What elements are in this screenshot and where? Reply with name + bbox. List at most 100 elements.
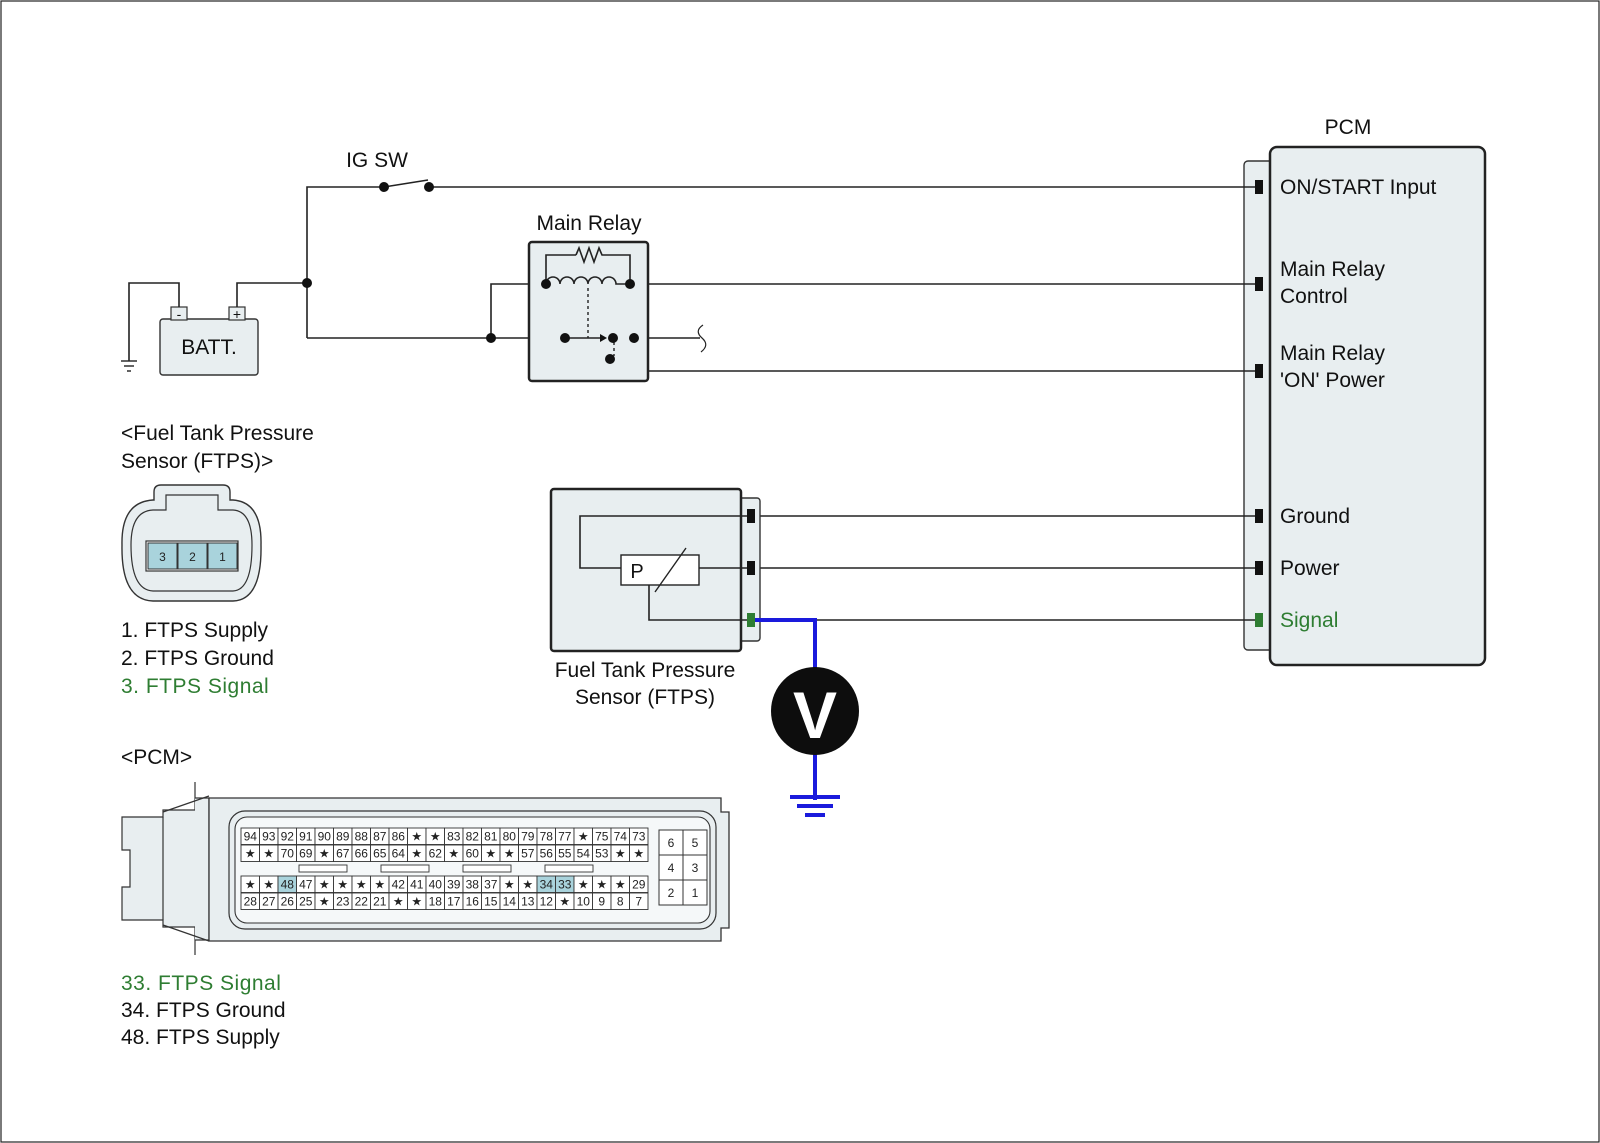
pcm-pin-number: 14 xyxy=(503,895,517,909)
pcm-pin-number: ★ xyxy=(596,878,607,892)
ftps-sensor: P Fuel Tank Pressure Sensor (FTPS) xyxy=(549,487,761,709)
pcm-pin-number: 69 xyxy=(299,847,313,861)
pcm-legend-item-3: 48. FTPS Supply xyxy=(121,1026,280,1049)
pcm-pin-number: ★ xyxy=(504,878,515,892)
pcm-pin-number: 26 xyxy=(281,895,295,909)
pcm-pin-number: 66 xyxy=(355,847,369,861)
pcm-pin-number: 39 xyxy=(447,878,461,892)
pcm-pin-number: 22 xyxy=(355,895,369,909)
ftps-pin-number-1: 1 xyxy=(219,550,226,564)
pcm-legend-item-1: 33. FTPS Signal xyxy=(121,972,281,995)
main-relay: Main Relay xyxy=(527,212,650,383)
ftps-pressure-element: P xyxy=(630,561,643,583)
pcm-title: PCM xyxy=(1325,116,1372,139)
pcm-connector-key xyxy=(462,864,512,873)
pcm-pin-number: 48 xyxy=(281,878,295,892)
pcm-pin-number: ★ xyxy=(245,878,256,892)
pcm-pin-number: 40 xyxy=(429,878,443,892)
pcm-small-pin-cell xyxy=(658,829,684,856)
pcm-small-pin-cell xyxy=(682,854,708,881)
pcm-pin-number: 79 xyxy=(521,830,535,844)
pcm-pin-number: ★ xyxy=(319,895,330,909)
pcm-pin-number: 25 xyxy=(299,895,313,909)
ground-symbol-meter xyxy=(790,795,840,817)
ftps-legend-item-2: 2. FTPS Ground xyxy=(121,647,274,670)
pcm-pin-number: 80 xyxy=(503,830,517,844)
pcm-pin-number: 89 xyxy=(336,830,350,844)
pcm-pin-number: ★ xyxy=(504,847,515,861)
pcm-pin-number: 15 xyxy=(484,895,498,909)
pcm-connector-key xyxy=(298,864,348,873)
pcm-pin-number: ★ xyxy=(356,878,367,892)
pcm-pin-number: 16 xyxy=(466,895,480,909)
ftps-connector-title-line2: Sensor (FTPS)> xyxy=(121,450,273,473)
pcm-small-pin-number: 3 xyxy=(692,861,699,875)
pcm-connector-key xyxy=(544,864,594,873)
pcm-pin-number: 91 xyxy=(299,830,313,844)
circuit-wires xyxy=(236,186,1255,621)
pcm-pin-label-2-line1: Main Relay xyxy=(1280,342,1386,365)
pcm-connector-legend: 33. FTPS Signal 34. FTPS Ground 48. FTPS S… xyxy=(121,972,286,1049)
main-relay-label: Main Relay xyxy=(536,212,642,235)
pcm-pin-number: 73 xyxy=(632,830,646,844)
pcm-pin-number: 10 xyxy=(577,895,591,909)
ftps-sensor-label-line2: Sensor (FTPS) xyxy=(575,686,715,709)
pcm-pin-number: 34 xyxy=(540,878,554,892)
ftps-pin-3 xyxy=(147,542,178,570)
pcm-pin-number: ★ xyxy=(522,878,533,892)
pcm-pin-number: 75 xyxy=(595,830,609,844)
pcm-pin-number: 8 xyxy=(617,895,624,909)
pcm-pin-label-5-line1: Signal xyxy=(1280,609,1338,632)
pcm-pin-number: 29 xyxy=(632,878,646,892)
ftps-pin-number-2: 2 xyxy=(189,550,196,564)
pcm-pin-number: ★ xyxy=(615,847,626,861)
ftps-connector-title-line1: <Fuel Tank Pressure xyxy=(121,422,314,445)
pcm-pin-number: 55 xyxy=(558,847,572,861)
pcm-pin-number: ★ xyxy=(578,878,589,892)
pcm-pin-label-1-line1: Main Relay xyxy=(1280,258,1386,281)
pcm-pin-number: ★ xyxy=(337,878,348,892)
pcm-pin-number: 41 xyxy=(410,878,424,892)
battery-plus-sign: + xyxy=(233,306,241,322)
pcm-pin-number: 82 xyxy=(466,830,480,844)
ftps-legend-item-1: 1. FTPS Supply xyxy=(121,619,269,642)
pcm-pin-number: ★ xyxy=(485,847,496,861)
pcm-pin-number: 78 xyxy=(540,830,554,844)
pcm-pin-number: 47 xyxy=(299,878,313,892)
pcm-pin-number: 13 xyxy=(521,895,535,909)
pcm-pin-number: 65 xyxy=(373,847,387,861)
pcm-small-pin-number: 1 xyxy=(692,886,699,900)
pcm-legend-item-2: 34. FTPS Ground xyxy=(121,999,286,1022)
pcm-pin-cell xyxy=(629,892,649,910)
pcm-pin-label-1-line2: Control xyxy=(1280,285,1348,308)
pcm-pin-number: 86 xyxy=(392,830,406,844)
pcm-pin-number: ★ xyxy=(448,847,459,861)
pcm-pin-number: ★ xyxy=(411,830,422,844)
pcm-small-pin-number: 6 xyxy=(668,836,675,850)
pcm-pin-number: 56 xyxy=(540,847,554,861)
pcm-pin-number: 62 xyxy=(429,847,443,861)
pcm-small-pin-cell xyxy=(658,879,684,906)
ground-symbol-battery xyxy=(121,282,180,372)
pcm-pin-number: 23 xyxy=(336,895,350,909)
battery-minus-sign: - xyxy=(177,306,182,322)
pcm-pin-number: ★ xyxy=(578,830,589,844)
pcm-pin-number: 64 xyxy=(392,847,406,861)
pcm-pin-number: ★ xyxy=(411,847,422,861)
pcm-pin-number: ★ xyxy=(263,847,274,861)
pcm-signal-terminal xyxy=(1255,613,1263,627)
pcm-pin-number: ★ xyxy=(263,878,274,892)
pcm-pin-number: 87 xyxy=(373,830,387,844)
pcm-terminals xyxy=(1255,180,1263,627)
pcm-pin-number: 33 xyxy=(558,878,572,892)
pcm-small-pin-cell xyxy=(682,879,708,906)
pcm-pin-label-2-line2: 'ON' Power xyxy=(1280,369,1385,392)
pcm-pin-number: ★ xyxy=(411,895,422,909)
pcm-pin-number: ★ xyxy=(615,878,626,892)
pcm-pin-number: 94 xyxy=(244,830,258,844)
